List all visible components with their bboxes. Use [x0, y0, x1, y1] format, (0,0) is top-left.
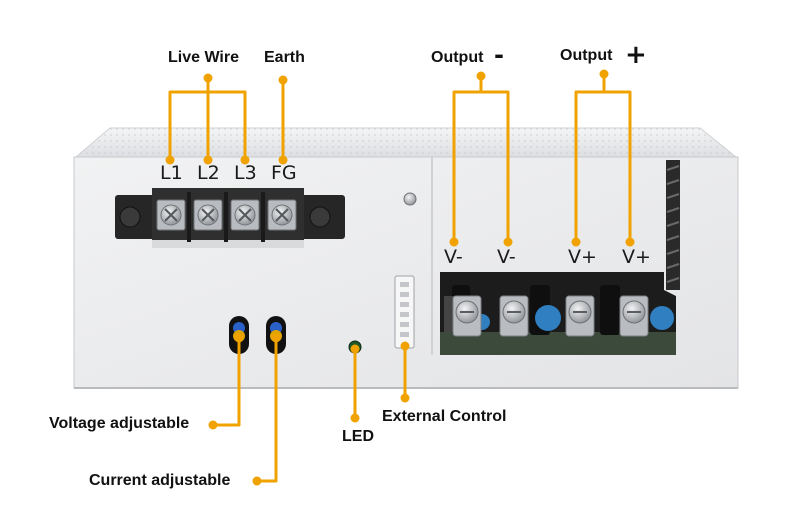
terminal-label-v-minus-2: V- [497, 246, 516, 268]
terminal-label-v-minus-1: V- [444, 246, 463, 268]
input-screws [156, 199, 297, 231]
label-output-negative: Output [431, 49, 484, 66]
label-voltage-adjustable: Voltage adjustable [49, 415, 190, 432]
terminal-label-l3: L3 [234, 162, 257, 184]
label-output-positive-symbol: + [625, 40, 647, 70]
case-screw [403, 192, 417, 206]
label-led: LED [342, 428, 374, 445]
external-control-connector [394, 275, 415, 349]
terminal-label-l2: L2 [197, 162, 220, 184]
label-live-wire: Live Wire [168, 49, 239, 66]
capacitor-blue [535, 305, 561, 331]
output-screws [452, 295, 649, 337]
label-earth: Earth [264, 49, 305, 66]
terminal-label-v-plus-2: V+ [622, 246, 651, 268]
vent-slats [666, 160, 680, 290]
terminal-label-fg: FG [271, 162, 297, 184]
terminal-label-l1: L1 [160, 162, 183, 184]
input-terminal-block [115, 188, 345, 248]
callout-dots [165, 69, 635, 486]
terminal-label-v-plus-1: V+ [568, 246, 597, 268]
label-current-adjustable: Current adjustable [89, 472, 231, 489]
label-output-negative-symbol: - [494, 41, 504, 69]
label-output-positive: Output [560, 47, 613, 64]
label-external-control: External Control [382, 408, 507, 425]
